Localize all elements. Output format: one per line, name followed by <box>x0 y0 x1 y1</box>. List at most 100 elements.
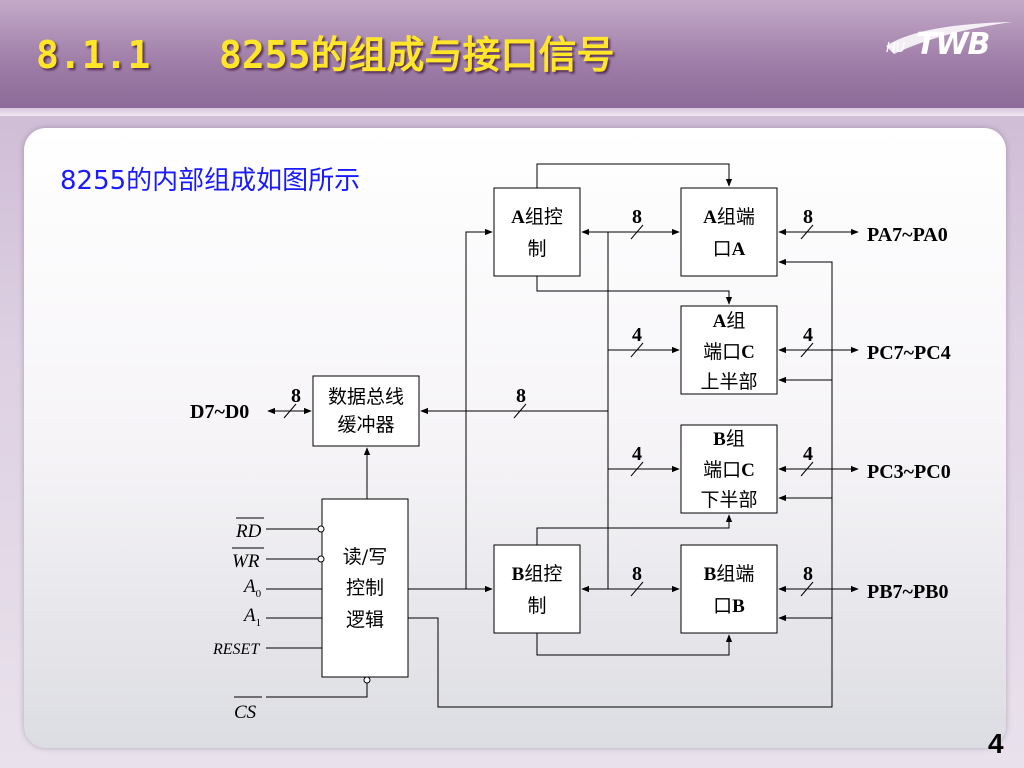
data-bus-buffer-label-2: 缓冲器 <box>337 414 394 436</box>
svg-text:A0: A0 <box>242 576 262 600</box>
port-c-upper-output-slash <box>800 342 814 358</box>
wr-inversion-bubble <box>317 555 325 563</box>
bus-width-c-upper-in: 4 <box>632 324 642 346</box>
label-pc-upper: PC7~PC4 <box>867 342 951 364</box>
port-b-letter1: B <box>704 564 717 585</box>
rw-to-port-a-feedback <box>408 258 833 708</box>
control-signal-labels: RD WR A0 A1 RESET CS <box>212 517 264 723</box>
svg-text:A组控: A组控 <box>511 206 563 228</box>
signal-wr: WR <box>232 551 260 572</box>
bus-width-b-ctrl-port-b: 8 <box>632 563 642 585</box>
page-number: 4 <box>988 728 1004 759</box>
port-a-output-slash <box>800 224 814 240</box>
bus-width-c-lower-out: 4 <box>803 443 813 465</box>
port-b-line2: 口 <box>713 595 732 617</box>
group-b-control-line1: 组控 <box>524 563 562 585</box>
logo-text-right: TWB <box>916 27 989 62</box>
label-pb: PB7~PB0 <box>867 581 949 603</box>
signal-a1-sub: 1 <box>256 617 262 629</box>
svg-text:端口C: 端口C <box>703 341 755 363</box>
port-a-line2: 口 <box>713 238 732 260</box>
label-pc-lower: PC3~PC0 <box>867 461 951 483</box>
port-c-upper-block: A组 端口C 上半部 <box>680 305 778 395</box>
port-c-lower-line1: 组 <box>726 428 745 450</box>
port-b-line1: 组端 <box>716 563 754 585</box>
port-c-upper-letter1: A <box>713 311 727 332</box>
group-b-control-line2: 制 <box>527 595 546 617</box>
signal-reset: RESET <box>212 641 260 658</box>
group-b-control-block: B组控 制 <box>493 544 581 634</box>
cs-signal-line <box>266 683 368 698</box>
signal-cs: CS <box>234 702 257 723</box>
header-stripe <box>0 108 1024 116</box>
bus-width-port-a-out: 8 <box>803 206 813 228</box>
external-line-labels: D7~D0 PA7~PA0 PC7~PC4 PC3~PC0 PB7~PB0 <box>190 224 951 603</box>
cs-inversion-bubble <box>363 676 371 684</box>
bus-port-c-lower-slash <box>630 461 644 477</box>
group-b-control-letter: B <box>512 564 525 585</box>
port-c-lower-output-slash <box>800 461 814 477</box>
port-b-letter2: B <box>732 596 745 617</box>
label-pa: PA7~PA0 <box>867 224 948 246</box>
port-a-line1: 组端 <box>717 206 755 228</box>
bus-width-labels: 8 8 8 8 4 4 4 4 8 8 <box>291 206 813 585</box>
port-c-upper-letter2: C <box>741 342 755 363</box>
bus-width-c-upper-out: 4 <box>803 324 813 346</box>
rw-control-label-1: 读/写 <box>343 546 387 568</box>
group-a-control-line1: 组控 <box>525 206 563 228</box>
port-b-output-slash <box>800 581 814 597</box>
group-a-control-line2: 制 <box>527 238 546 260</box>
signal-a1: A <box>242 605 256 626</box>
bus-width-a-ctrl-port-a: 8 <box>632 206 642 228</box>
port-c-lower-line3: 下半部 <box>700 489 757 511</box>
svg-text:A组端: A组端 <box>703 206 755 228</box>
bus-width-internal: 8 <box>516 385 526 407</box>
port-c-lower-letter2: C <box>741 460 755 481</box>
rw-control-label-3: 逻辑 <box>346 609 384 631</box>
bus-port-c-upper-slash <box>630 342 644 358</box>
b-ctrl-to-port-c-lower-control <box>536 514 733 545</box>
port-c-lower-block: B组 端口C 下半部 <box>680 424 778 514</box>
bus-width-d7-d0: 8 <box>291 385 301 407</box>
port-c-upper-line3: 上半部 <box>700 371 757 393</box>
slide-title: 8.1.1 8255的组成与接口信号 <box>36 33 615 77</box>
port-a-letter2: A <box>732 239 746 260</box>
port-a-block: A组端 口A <box>680 187 778 277</box>
rw-control-block: 读/写 控制 逻辑 <box>321 498 409 678</box>
logo-text-left: HU <box>886 41 906 56</box>
signal-a0: A <box>242 576 256 597</box>
bus-width-port-b-out: 8 <box>803 563 813 585</box>
b-ctrl-port-b-slash <box>630 581 644 597</box>
svg-text:口B: 口B <box>713 595 745 617</box>
internal-bus-slash <box>513 403 527 419</box>
b-ctrl-to-port-b-control <box>536 633 733 656</box>
svg-text:口A: 口A <box>713 238 746 260</box>
slide-subtitle: 8255的内部组成如图所示 <box>60 166 361 196</box>
logo-icon: HU TWB <box>886 22 1012 62</box>
a-ctrl-to-port-a-control <box>536 163 733 188</box>
svg-text:B组控: B组控 <box>512 563 563 585</box>
svg-text:端口C: 端口C <box>703 459 755 481</box>
rw-to-a-ctrl-line <box>408 228 493 590</box>
port-c-lower-line2: 端口 <box>703 459 741 481</box>
svg-text:B组端: B组端 <box>704 563 755 585</box>
connection-lines <box>266 163 859 708</box>
signal-a0-sub: 0 <box>256 588 262 600</box>
data-bus-buffer-block: 数据总线 缓冲器 <box>312 375 420 447</box>
d7-d0-bus-slash <box>283 403 297 419</box>
group-a-control-block: A组控 制 <box>493 187 581 277</box>
a-ctrl-to-port-c-upper-control <box>536 276 733 305</box>
signal-rd: RD <box>235 521 262 542</box>
bus-width-c-lower-in: 4 <box>632 443 642 465</box>
label-d7-d0: D7~D0 <box>190 401 249 423</box>
port-b-block: B组端 口B <box>680 544 778 634</box>
rw-control-label-2: 控制 <box>346 577 384 599</box>
svg-text:B组: B组 <box>713 428 745 450</box>
port-c-upper-line2: 端口 <box>703 341 741 363</box>
data-bus-buffer-label-1: 数据总线 <box>328 386 404 408</box>
group-a-control-letter: A <box>511 207 525 228</box>
port-a-letter1: A <box>703 207 717 228</box>
a-ctrl-port-a-slash <box>630 224 644 240</box>
rd-inversion-bubble <box>317 525 325 533</box>
